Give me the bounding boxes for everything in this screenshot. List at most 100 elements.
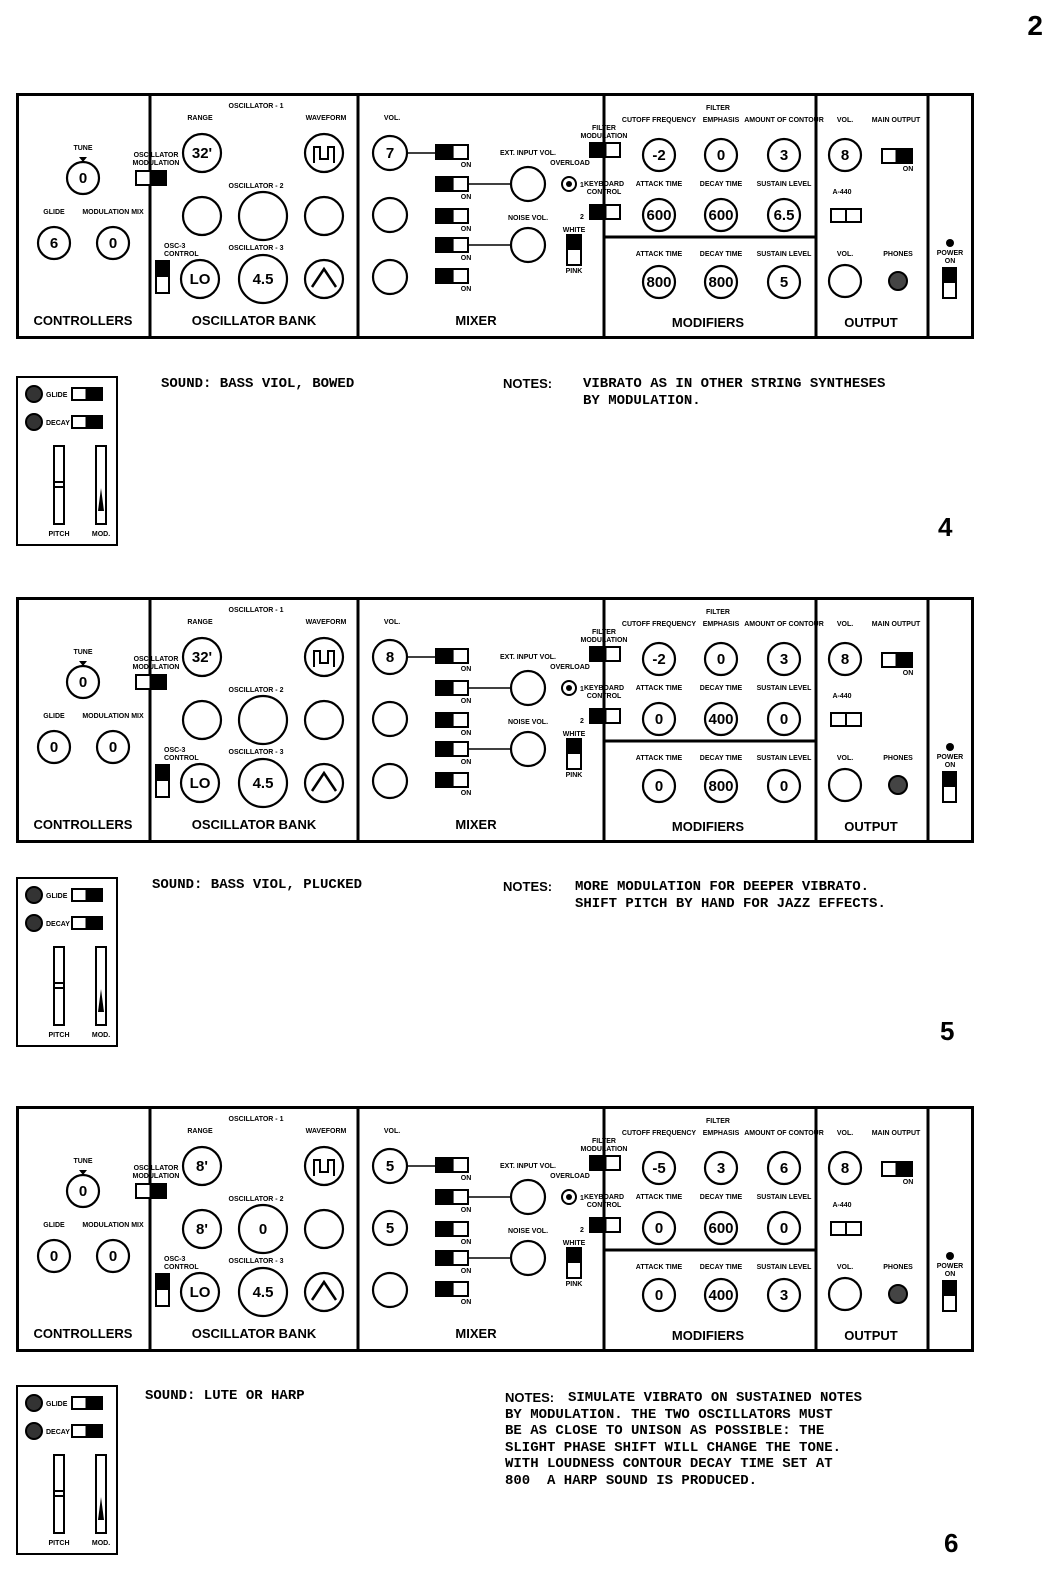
mixer-switch-4[interactable] (435, 1250, 469, 1266)
main-output-switch[interactable] (881, 148, 913, 164)
mixer-switch-4[interactable] (435, 237, 469, 253)
main-volume-knob[interactable]: 8 (827, 641, 863, 677)
loudness-decay-knob[interactable]: 800 (703, 264, 739, 300)
filter-decay-knob[interactable]: 400 (703, 701, 739, 737)
noise-volume-knob[interactable] (509, 226, 547, 264)
osc2-frequency-knob[interactable]: 0 (237, 1203, 289, 1255)
cutoff-frequency-knob[interactable]: -2 (641, 641, 677, 677)
osc3-waveform-knob[interactable] (303, 258, 345, 300)
loudness-attack-knob[interactable]: 800 (641, 264, 677, 300)
osc3-frequency-knob[interactable]: 4.5 (237, 1266, 289, 1318)
decay-switch[interactable] (71, 1424, 103, 1438)
main-output-switch[interactable] (881, 652, 913, 668)
mixer-osc1-volume-knob[interactable]: 5 (371, 1147, 409, 1185)
osc3-range-knob[interactable]: LO (179, 762, 221, 804)
osc2-frequency-knob[interactable] (237, 694, 289, 746)
keyboard-control-switch-1[interactable] (589, 204, 621, 220)
filter-attack-knob[interactable]: 600 (641, 197, 677, 233)
cutoff-frequency-knob[interactable]: -2 (641, 137, 677, 173)
decay-switch[interactable] (71, 916, 103, 930)
osc3-frequency-knob[interactable]: 4.5 (237, 253, 289, 305)
tune-knob[interactable]: 0 (65, 160, 101, 196)
mixer-switch-2[interactable] (435, 1189, 469, 1205)
mixer-switch-2[interactable] (435, 680, 469, 696)
osc2-range-knob[interactable] (181, 195, 223, 237)
phones-jack[interactable] (888, 271, 908, 291)
keyboard-control-switch-1[interactable] (589, 1217, 621, 1233)
amount-of-contour-knob[interactable]: 6 (766, 1150, 802, 1186)
noise-color-switch[interactable] (566, 738, 582, 770)
osc-modulation-switch[interactable] (135, 1183, 167, 1199)
osc3-frequency-knob[interactable]: 4.5 (237, 757, 289, 809)
ext-input-volume-knob[interactable] (509, 165, 547, 203)
osc2-range-knob[interactable]: 8' (181, 1208, 223, 1250)
power-switch[interactable] (942, 771, 957, 803)
pitch-wheel[interactable] (53, 946, 65, 1026)
glide-switch[interactable] (71, 888, 103, 902)
mixer-osc2-volume-knob[interactable] (371, 196, 409, 234)
mixer-switch-5[interactable] (435, 268, 469, 284)
cutoff-frequency-knob[interactable]: -5 (641, 1150, 677, 1186)
modulation-mix-knob[interactable]: 0 (95, 225, 131, 261)
filter-attack-knob[interactable]: 0 (641, 701, 677, 737)
mod-wheel[interactable] (95, 445, 107, 525)
mixer-osc3-volume-knob[interactable] (371, 762, 409, 800)
amount-of-contour-knob[interactable]: 3 (766, 641, 802, 677)
osc3-waveform-knob[interactable] (303, 762, 345, 804)
osc3-range-knob[interactable]: LO (179, 258, 221, 300)
mixer-osc3-volume-knob[interactable] (371, 1271, 409, 1309)
ext-input-volume-knob[interactable] (509, 1178, 547, 1216)
noise-color-switch[interactable] (566, 234, 582, 266)
a440-switch[interactable] (830, 1221, 862, 1236)
main-volume-knob[interactable]: 8 (827, 137, 863, 173)
mod-wheel[interactable] (95, 1454, 107, 1534)
loudness-sustain-knob[interactable]: 0 (766, 768, 802, 804)
filter-decay-knob[interactable]: 600 (703, 1210, 739, 1246)
osc2-waveform-knob[interactable] (303, 195, 345, 237)
phones-volume-knob[interactable] (827, 1276, 863, 1312)
osc1-waveform-knob[interactable] (303, 636, 345, 678)
filter-modulation-switch[interactable] (589, 142, 621, 158)
glide-jack[interactable] (25, 886, 43, 904)
phones-volume-knob[interactable] (827, 767, 863, 803)
mixer-switch-1[interactable] (435, 1157, 469, 1173)
mod-wheel[interactable] (95, 946, 107, 1026)
loudness-attack-knob[interactable]: 0 (641, 768, 677, 804)
pitch-wheel[interactable] (53, 1454, 65, 1534)
glide-knob[interactable]: 0 (36, 729, 72, 765)
mixer-osc2-volume-knob[interactable]: 5 (371, 1209, 409, 1247)
mixer-switch-5[interactable] (435, 772, 469, 788)
decay-switch[interactable] (71, 415, 103, 429)
main-volume-knob[interactable]: 8 (827, 1150, 863, 1186)
loudness-sustain-knob[interactable]: 5 (766, 264, 802, 300)
tune-knob[interactable]: 0 (65, 1173, 101, 1209)
mixer-osc2-volume-knob[interactable] (371, 700, 409, 738)
osc3-control-switch[interactable] (155, 260, 170, 294)
mixer-switch-5[interactable] (435, 1281, 469, 1297)
osc-modulation-switch[interactable] (135, 674, 167, 690)
mixer-osc1-volume-knob[interactable]: 7 (371, 134, 409, 172)
filter-decay-knob[interactable]: 600 (703, 197, 739, 233)
a440-switch[interactable] (830, 712, 862, 727)
decay-jack[interactable] (25, 1422, 43, 1440)
modulation-mix-knob[interactable]: 0 (95, 1238, 131, 1274)
loudness-sustain-knob[interactable]: 3 (766, 1277, 802, 1313)
emphasis-knob[interactable]: 0 (703, 137, 739, 173)
noise-color-switch[interactable] (566, 1247, 582, 1279)
emphasis-knob[interactable]: 0 (703, 641, 739, 677)
mixer-switch-3[interactable] (435, 208, 469, 224)
osc1-range-knob[interactable]: 8' (181, 1145, 223, 1187)
decay-jack[interactable] (25, 413, 43, 431)
glide-knob[interactable]: 0 (36, 1238, 72, 1274)
osc2-frequency-knob[interactable] (237, 190, 289, 242)
osc1-range-knob[interactable]: 32' (181, 636, 223, 678)
osc1-waveform-knob[interactable] (303, 132, 345, 174)
phones-jack[interactable] (888, 775, 908, 795)
filter-sustain-knob[interactable]: 6.5 (766, 197, 802, 233)
osc3-range-knob[interactable]: LO (179, 1271, 221, 1313)
tune-knob[interactable]: 0 (65, 664, 101, 700)
osc3-waveform-knob[interactable] (303, 1271, 345, 1313)
noise-volume-knob[interactable] (509, 1239, 547, 1277)
mixer-switch-1[interactable] (435, 648, 469, 664)
mixer-switch-3[interactable] (435, 1221, 469, 1237)
